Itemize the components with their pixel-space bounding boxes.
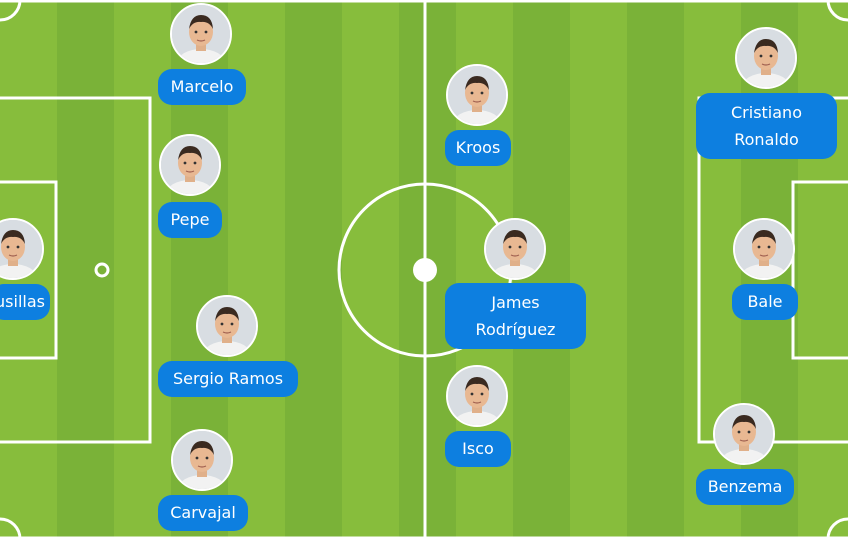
player-name-label[interactable]: Bale xyxy=(732,284,798,320)
player-photo-icon xyxy=(733,218,795,280)
left-penalty-spot xyxy=(94,262,110,278)
player-name-line: Bale xyxy=(747,292,783,311)
player-name-label[interactable]: Isco xyxy=(445,431,511,467)
right-goal-area xyxy=(791,180,848,360)
corner-arc-bottom-right xyxy=(826,517,848,539)
corner-arc-bottom-left xyxy=(0,517,22,539)
left-penalty-area xyxy=(0,96,152,444)
player-photo-icon xyxy=(159,134,221,196)
player-name-line: usillas xyxy=(0,292,45,311)
player-name-label[interactable]: Kroos xyxy=(445,130,511,166)
player-photo-icon xyxy=(484,218,546,280)
player-photo-icon xyxy=(170,3,232,65)
player-name-line: Pepe xyxy=(170,210,210,229)
player-name-line: Cristiano xyxy=(731,103,802,122)
player-name-line: James xyxy=(491,293,540,312)
player-name-line: Isco xyxy=(462,439,494,458)
player-name-line: Kroos xyxy=(455,138,501,157)
left-goal-area xyxy=(0,180,58,360)
player-name-line: Benzema xyxy=(707,477,783,496)
player-name-line: Ronaldo xyxy=(734,130,799,149)
player-name-label[interactable]: Pepe xyxy=(158,202,222,238)
center-spot xyxy=(413,258,437,282)
corner-arc-top-right xyxy=(826,0,848,22)
player-name-label[interactable]: Carvajal xyxy=(158,495,248,531)
player-name-label[interactable]: usillas xyxy=(0,284,50,320)
player-name-line: Carvajal xyxy=(170,503,236,522)
corner-arc-top-left xyxy=(0,0,22,22)
player-name-label[interactable]: Sergio Ramos xyxy=(158,361,298,397)
player-photo-icon xyxy=(446,64,508,126)
player-photo-icon xyxy=(171,429,233,491)
player-name-label[interactable]: Benzema xyxy=(696,469,794,505)
player-photo-icon xyxy=(196,295,258,357)
player-name-line: Sergio Ramos xyxy=(172,369,284,388)
player-photo-icon xyxy=(446,365,508,427)
player-photo-icon xyxy=(713,403,775,465)
player-photo-icon xyxy=(735,27,797,89)
player-name-label[interactable]: Marcelo xyxy=(158,69,246,105)
player-name-line: Marcelo xyxy=(170,77,234,96)
player-name-line: Rodríguez xyxy=(475,320,556,339)
